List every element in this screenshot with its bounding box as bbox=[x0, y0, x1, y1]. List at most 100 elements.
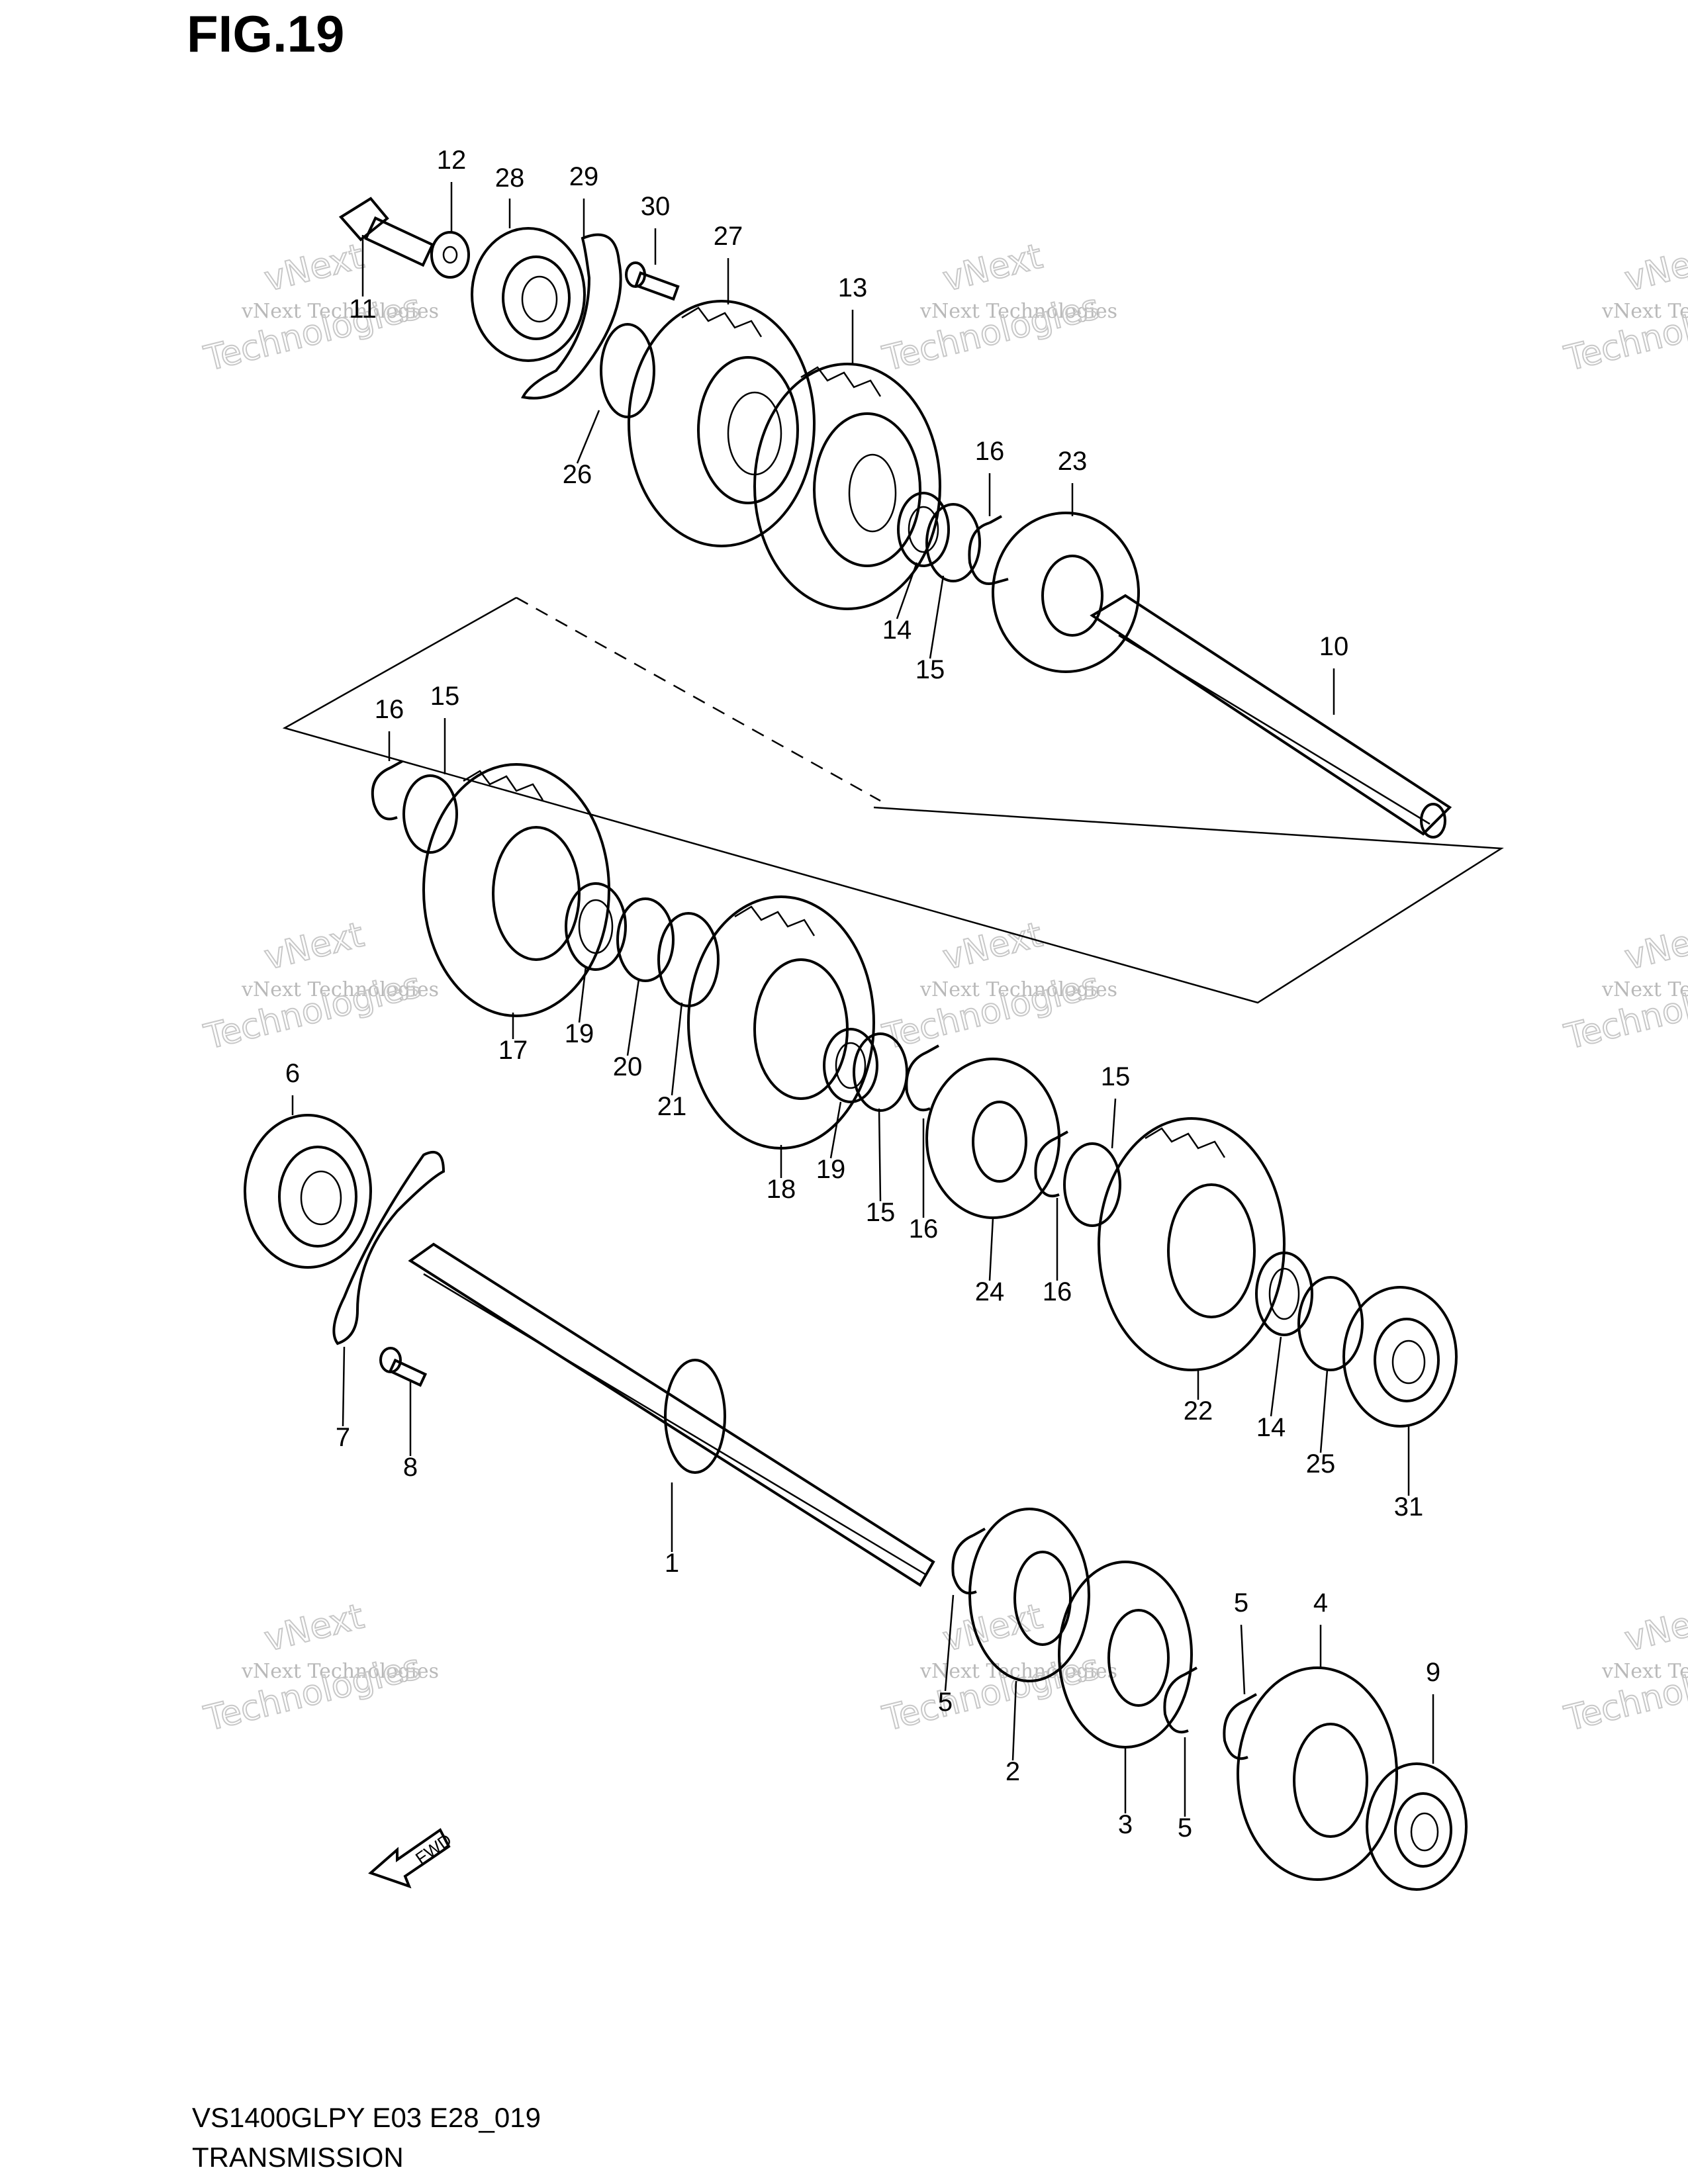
part-circlip-16c bbox=[905, 1044, 939, 1112]
callout-leader-19 bbox=[578, 966, 587, 1023]
callout-6: 6 bbox=[285, 1059, 300, 1088]
part-bearing-31 bbox=[1342, 1286, 1458, 1428]
callout-16: 16 bbox=[375, 695, 404, 724]
part-washer-21 bbox=[657, 912, 720, 1007]
watermark-line1: vNext Technologies bbox=[919, 978, 1117, 1001]
fwd-arrow-icon: FWD bbox=[368, 1828, 455, 1889]
watermark-line1: vNext Technologies bbox=[1601, 978, 1688, 1001]
callout-14: 14 bbox=[882, 615, 912, 645]
watermark-line1: vNext Technologies bbox=[1601, 1660, 1688, 1683]
callout-leader-24 bbox=[988, 1217, 994, 1281]
callout-12: 12 bbox=[437, 146, 467, 175]
section-name: TRANSMISSION bbox=[192, 2142, 404, 2173]
watermark-corner: vNext bbox=[261, 1597, 368, 1660]
part-circlip-5a bbox=[951, 1527, 986, 1595]
watermark-line1: vNext Technologies bbox=[919, 300, 1117, 323]
watermark-corner: vNext bbox=[939, 237, 1047, 300]
watermark-line1: vNext Technologies bbox=[241, 978, 439, 1001]
part-gear-18 bbox=[687, 895, 875, 1150]
watermark-corner: vNext bbox=[1621, 1597, 1688, 1660]
watermark-line1: vNext Technologies bbox=[1601, 300, 1688, 323]
callout-27: 27 bbox=[714, 222, 743, 251]
callout-10: 10 bbox=[1319, 632, 1349, 661]
callout-23: 23 bbox=[1058, 447, 1088, 476]
part-washer-12-hole bbox=[442, 246, 458, 264]
callout-26: 26 bbox=[563, 460, 592, 489]
part-bolt-11 bbox=[338, 197, 434, 267]
callout-leader-26 bbox=[576, 410, 600, 464]
callout-21: 21 bbox=[657, 1092, 687, 1121]
callout-25: 25 bbox=[1306, 1449, 1336, 1479]
callout-16: 16 bbox=[909, 1214, 939, 1244]
callout-18: 18 bbox=[767, 1175, 796, 1204]
part-washer-25 bbox=[1297, 1276, 1364, 1371]
callout-15: 15 bbox=[915, 655, 945, 684]
part-gear-4 bbox=[1237, 1666, 1398, 1881]
watermark-line1: vNext Technologies bbox=[241, 1660, 439, 1683]
callout-13: 13 bbox=[838, 273, 868, 302]
callout-2: 2 bbox=[1006, 1757, 1020, 1786]
part-gear-17 bbox=[422, 763, 610, 1017]
part-bushing-19 bbox=[565, 882, 627, 971]
callout-16: 16 bbox=[975, 437, 1005, 466]
part-circlip-16d bbox=[1034, 1130, 1068, 1198]
callout-30: 30 bbox=[641, 192, 671, 221]
callout-leader-14 bbox=[896, 562, 918, 619]
part-circlip-5b bbox=[1163, 1666, 1197, 1734]
callout-15: 15 bbox=[1101, 1062, 1131, 1091]
callout-19: 19 bbox=[565, 1019, 594, 1048]
callout-leader-21 bbox=[671, 1002, 683, 1096]
callout-leader-15 bbox=[878, 1108, 882, 1202]
callout-9: 9 bbox=[1426, 1658, 1440, 1687]
callout-leader-15 bbox=[929, 575, 945, 659]
callout-leader-2 bbox=[1011, 1680, 1017, 1761]
part-bushing-14 bbox=[897, 492, 950, 567]
callout-leader-14 bbox=[1270, 1336, 1282, 1417]
part-washer-15b bbox=[402, 774, 458, 854]
part-shim-26 bbox=[600, 323, 655, 418]
part-gear-2 bbox=[968, 1508, 1090, 1682]
watermark-corner: vNext bbox=[1621, 915, 1688, 978]
part-retainer-29 bbox=[521, 233, 622, 400]
part-bushing-19b bbox=[823, 1028, 878, 1103]
part-circlip-16b bbox=[371, 760, 403, 821]
callout-leader-5 bbox=[944, 1594, 955, 1692]
part-washer-15c bbox=[853, 1032, 908, 1112]
part-shift-fork-gear-23 bbox=[992, 512, 1140, 673]
callout-1: 1 bbox=[665, 1549, 679, 1578]
callout-leader-19 bbox=[829, 1101, 842, 1159]
callout-8: 8 bbox=[403, 1453, 418, 1482]
model-code: VS1400GLPY E03 E28_019 bbox=[192, 2102, 541, 2133]
watermark-line1: vNext Technologies bbox=[241, 300, 439, 323]
callout-20: 20 bbox=[613, 1052, 643, 1081]
watermark-corner: vNext bbox=[939, 1597, 1047, 1660]
watermark-corner: vNext bbox=[261, 237, 368, 300]
callout-24: 24 bbox=[975, 1277, 1005, 1306]
part-gear-22 bbox=[1098, 1117, 1286, 1371]
part-shift-gear-24 bbox=[925, 1058, 1060, 1219]
callout-29: 29 bbox=[569, 162, 599, 191]
part-washer-20 bbox=[616, 897, 675, 982]
figure-title: FIG.19 bbox=[187, 5, 345, 63]
callout-31: 31 bbox=[1394, 1492, 1424, 1522]
callout-16: 16 bbox=[1043, 1277, 1072, 1306]
part-circlip-16 bbox=[968, 515, 1009, 585]
callout-22: 22 bbox=[1184, 1396, 1213, 1426]
callout-leader-5 bbox=[1240, 1624, 1246, 1695]
part-washer-12 bbox=[430, 231, 470, 279]
assembly-outline bbox=[282, 596, 1504, 1004]
watermark-corner: vNext bbox=[939, 915, 1047, 978]
part-gear-27 bbox=[628, 300, 816, 547]
callout-leader-7 bbox=[342, 1346, 346, 1427]
part-driveshaft-1 bbox=[408, 1242, 935, 1587]
part-washer-15 bbox=[925, 503, 981, 582]
